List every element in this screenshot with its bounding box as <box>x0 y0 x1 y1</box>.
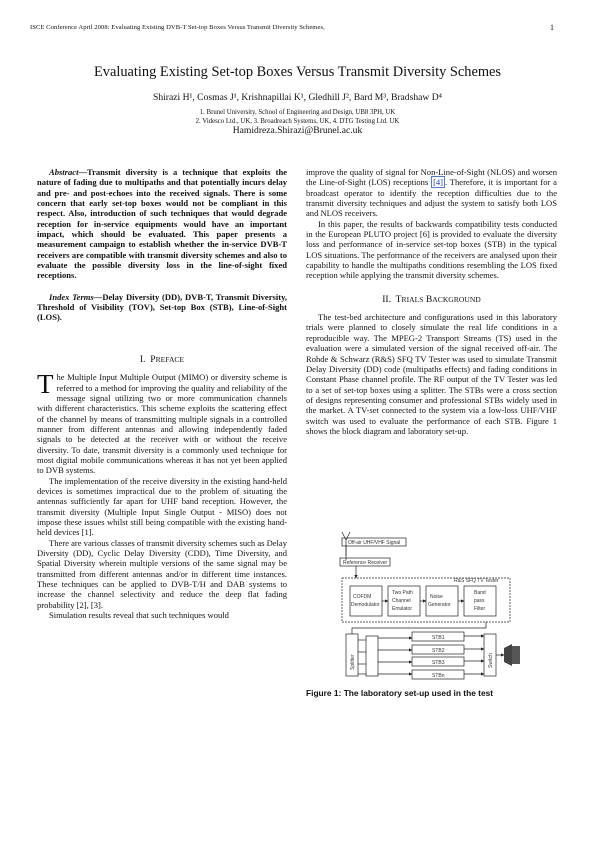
reference-receiver-box <box>339 557 391 567</box>
section-title-rest: ACKGROUND <box>432 294 481 304</box>
tv-tester-frame <box>341 577 511 623</box>
abstract-label: Abstract <box>49 167 79 177</box>
reference-receiver-label: Reference Receiver <box>343 560 388 566</box>
paragraph-text: . Therefore, it is important for a broad… <box>306 177 557 219</box>
section-number: II. <box>382 293 391 305</box>
emulator-label: Channel <box>392 598 411 604</box>
right-column: improve the quality of signal for Non-Li… <box>306 167 557 436</box>
trials-paragraph-1: The test-bed architecture and configurat… <box>306 312 557 436</box>
tv-set-icon <box>504 644 512 666</box>
left-column: Abstract—Transmit diversity is a techniq… <box>37 167 287 620</box>
section-title-initial: B <box>425 293 433 305</box>
section-title-initial: T <box>395 293 402 305</box>
section-title-rest: REFACE <box>155 354 185 364</box>
intro-paragraph-2: In this paper, the results of backwards … <box>306 218 557 281</box>
paragraph-text: improve the quality of signal for Non-Li… <box>306 167 557 188</box>
index-terms-label: Index Terms <box>49 291 94 302</box>
index-terms-text: —Delay Diversity (DD), DVB-T, Transmit D… <box>37 291 288 323</box>
noise-label: Noise <box>430 594 443 600</box>
section-number: I. <box>139 353 146 365</box>
preface-paragraph-3: There are various classes of transmit di… <box>37 537 287 610</box>
stb-label: STB3 <box>432 660 445 666</box>
splitter-label: Splitter <box>350 654 356 670</box>
preface-paragraph-2: The implementation of the receive divers… <box>37 475 287 538</box>
antenna-box <box>341 537 407 547</box>
drop-cap: T <box>37 369 54 400</box>
section-title-rest: RIALS <box>401 294 424 304</box>
filter-label: pass <box>474 598 485 604</box>
emulator-label: Two Path <box>392 590 413 596</box>
stb2-box <box>411 644 465 655</box>
tv-screen-icon <box>512 646 520 664</box>
citation-link[interactable]: [4] <box>431 176 446 189</box>
noise-generator-block <box>425 585 459 617</box>
stb-label: STBn <box>432 673 445 679</box>
filter-label: Band <box>474 590 486 596</box>
authors: Shirazi H¹, Cosmas J¹, Krishnapillai K¹,… <box>153 92 442 103</box>
abstract-text: —Transmit diversity is a technique that … <box>37 167 287 281</box>
intro-continued-paragraph: improve the quality of signal for Non-Li… <box>306 167 557 219</box>
stb3-box <box>411 656 465 667</box>
abstract: Abstract—Transmit diversity is a techniq… <box>37 167 287 281</box>
figure-caption: Figure 1: The laboratory set-up used in … <box>306 688 494 698</box>
emulator-label: Emulator <box>392 606 412 612</box>
stb-label: STB1 <box>432 635 445 641</box>
lab-setup-diagram: Off-air UHF/VHF Signal Reference Receive… <box>339 531 520 680</box>
preface-paragraph-4: Simulation results reveal that such tech… <box>49 610 229 621</box>
antenna-label: Off-air UHF/VHF Signal <box>348 540 400 546</box>
cofdm-label: COFDM <box>353 594 371 600</box>
sfq-label: R&S SFQ TV Tester <box>454 578 499 584</box>
index-terms: Index Terms—Delay Diversity (DD), DVB-T,… <box>37 292 287 323</box>
paragraph-text: he Multiple Input Multiple Output (MIMO)… <box>37 372 287 476</box>
switch-label: Switch <box>488 653 494 668</box>
page-number: 1 <box>550 23 554 32</box>
running-header: ISCE Conference April 2008: Evaluating E… <box>30 24 325 31</box>
section-title-initial: P <box>150 353 156 365</box>
cofdm-block <box>349 585 383 617</box>
noise-label: Generator <box>428 602 451 608</box>
contact-email: Hamidreza.Shirazi@Brunel.ac.uk <box>232 125 363 136</box>
cable-bundle-left <box>365 635 379 677</box>
affiliation-line: 2. Videsco Ltd., UK, 3. Broadreach Syste… <box>195 118 400 125</box>
section-heading-preface: I. PREFACE <box>37 353 287 365</box>
section-heading-trials: II. TRIALS BACKGROUND <box>306 293 557 305</box>
paper-title: Evaluating Existing Set-top Boxes Versus… <box>93 64 502 80</box>
cofdm-label: Demodulator <box>351 602 380 608</box>
affiliations: 1. Brunel University, School of Engineer… <box>0 108 595 126</box>
stbn-box <box>411 669 465 680</box>
stb1-box <box>411 631 465 642</box>
splitter-box <box>345 633 359 677</box>
filter-label: Filter <box>474 606 485 612</box>
stb-label: STB2 <box>432 648 445 654</box>
affiliation-line: 1. Brunel University, School of Engineer… <box>199 109 396 116</box>
